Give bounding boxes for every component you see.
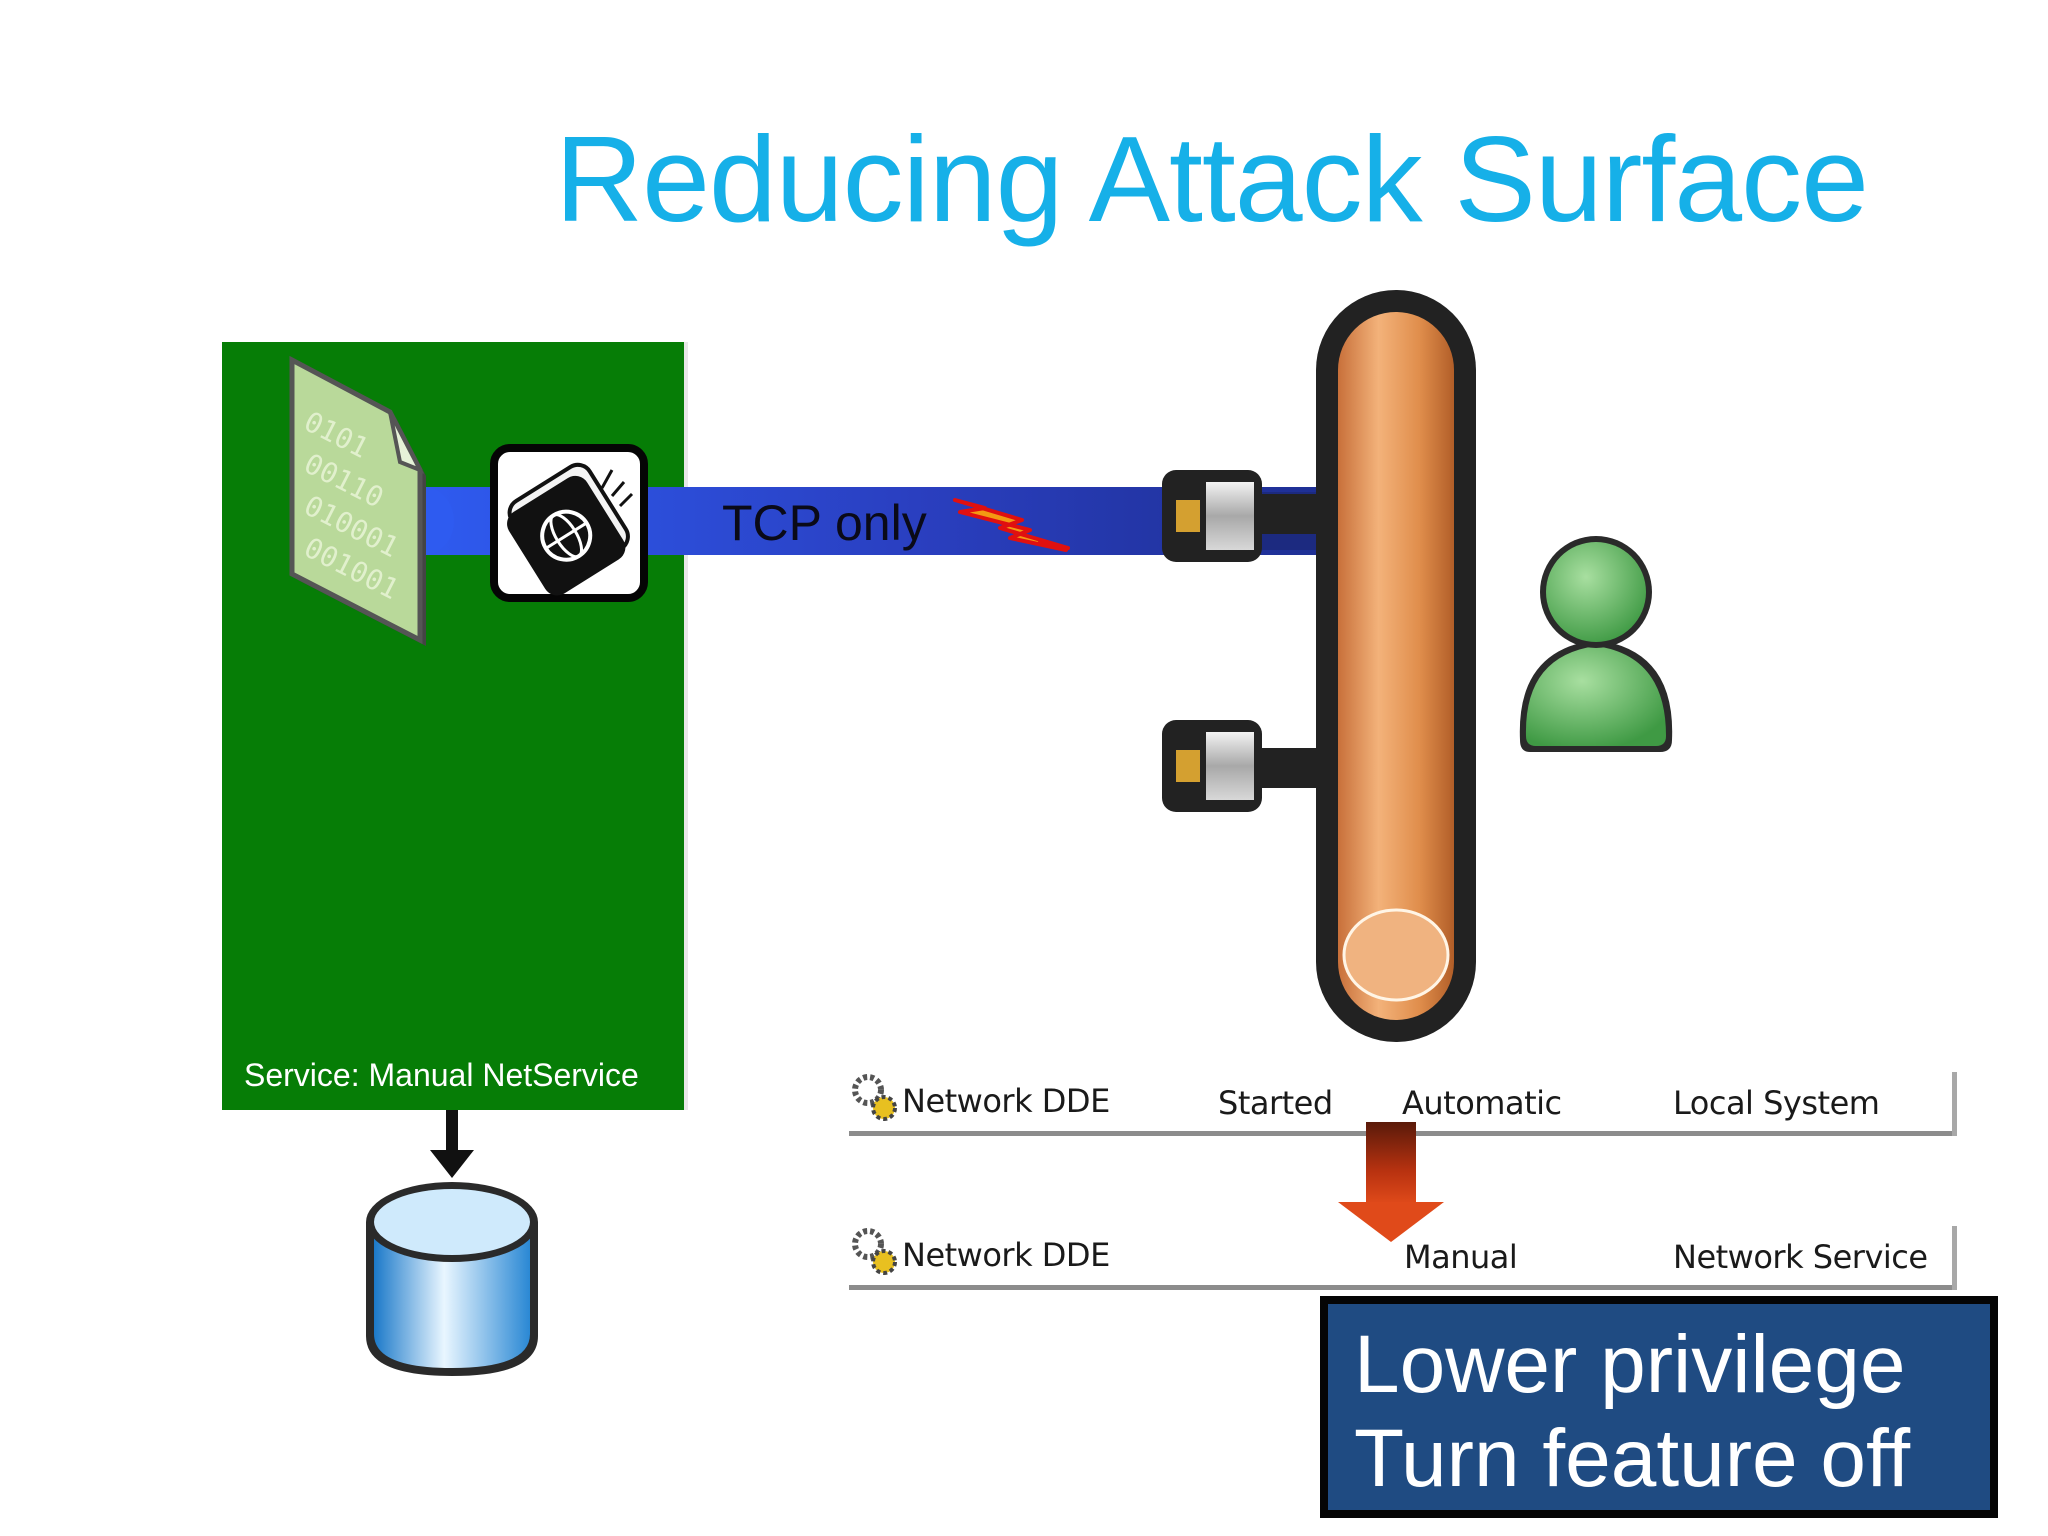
service-startup-before: Automatic: [1402, 1084, 1562, 1122]
service-startup-after: Manual: [1404, 1238, 1518, 1276]
network-connector-icon: [1162, 720, 1320, 812]
passport-icon: [490, 444, 648, 602]
service-gear-icon: [852, 1074, 897, 1121]
service-status-before: Started: [1218, 1084, 1333, 1122]
lightning-icon: [953, 498, 1070, 552]
database-icon: [366, 1182, 538, 1376]
tcp-label: TCP only: [722, 495, 927, 551]
slide-title: Reducing Attack Surface: [555, 111, 1869, 247]
pipe-cylinder-icon: [1316, 290, 1476, 1042]
callout-box: Lower privilege Turn feature off: [1320, 1296, 1998, 1518]
callout-line-1: Lower privilege: [1354, 1319, 1906, 1410]
binary-file-icon: 0101 00110 010001 001001: [289, 355, 426, 646]
service-name-after: Network DDE: [902, 1236, 1110, 1274]
down-arrow-icon: [430, 1110, 474, 1178]
service-gear-icon: [852, 1228, 897, 1275]
network-connector-icon: [1162, 470, 1320, 562]
service-account-after: Network Service: [1673, 1238, 1928, 1276]
user-icon: [1519, 536, 1673, 752]
service-name-before: Network DDE: [902, 1082, 1110, 1120]
down-arrow-icon: [1338, 1122, 1444, 1242]
service-account-before: Local System: [1673, 1084, 1880, 1122]
service-box-label: Service: Manual NetService: [244, 1057, 639, 1093]
callout-line-2: Turn feature off: [1354, 1413, 1911, 1504]
